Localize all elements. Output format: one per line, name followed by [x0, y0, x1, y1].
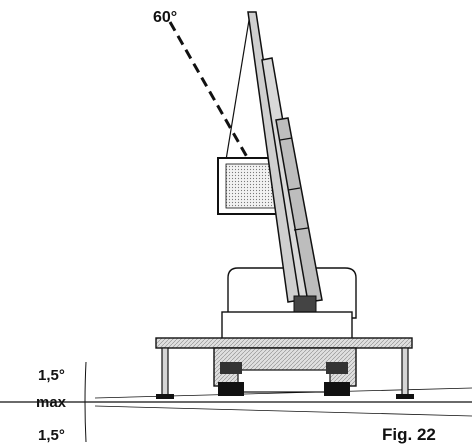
tilt-line-lower [94, 405, 472, 417]
wheel-left [220, 362, 242, 374]
tilt-max-label: max [36, 394, 67, 411]
angle-label: 60° [153, 9, 177, 26]
truck-deck [221, 311, 353, 341]
crane-boom [247, 11, 323, 315]
figure-caption: Fig. 22 [382, 425, 436, 444]
outrigger-beam [155, 337, 413, 349]
outrigger-foot-right [396, 394, 414, 399]
hoist-cable [225, 13, 251, 161]
angle-reference-line [168, 21, 302, 251]
outrigger-leg-right [401, 347, 409, 397]
truck-bumper [237, 369, 331, 393]
tire-left [218, 382, 244, 396]
outrigger-leg-left [161, 347, 169, 397]
tilt-bottom-label: 1,5° [38, 427, 65, 444]
wheel-right [326, 362, 348, 374]
tilt-top-label: 1,5° [38, 367, 65, 384]
outrigger-foot-left [156, 394, 174, 399]
tire-right [324, 382, 350, 396]
